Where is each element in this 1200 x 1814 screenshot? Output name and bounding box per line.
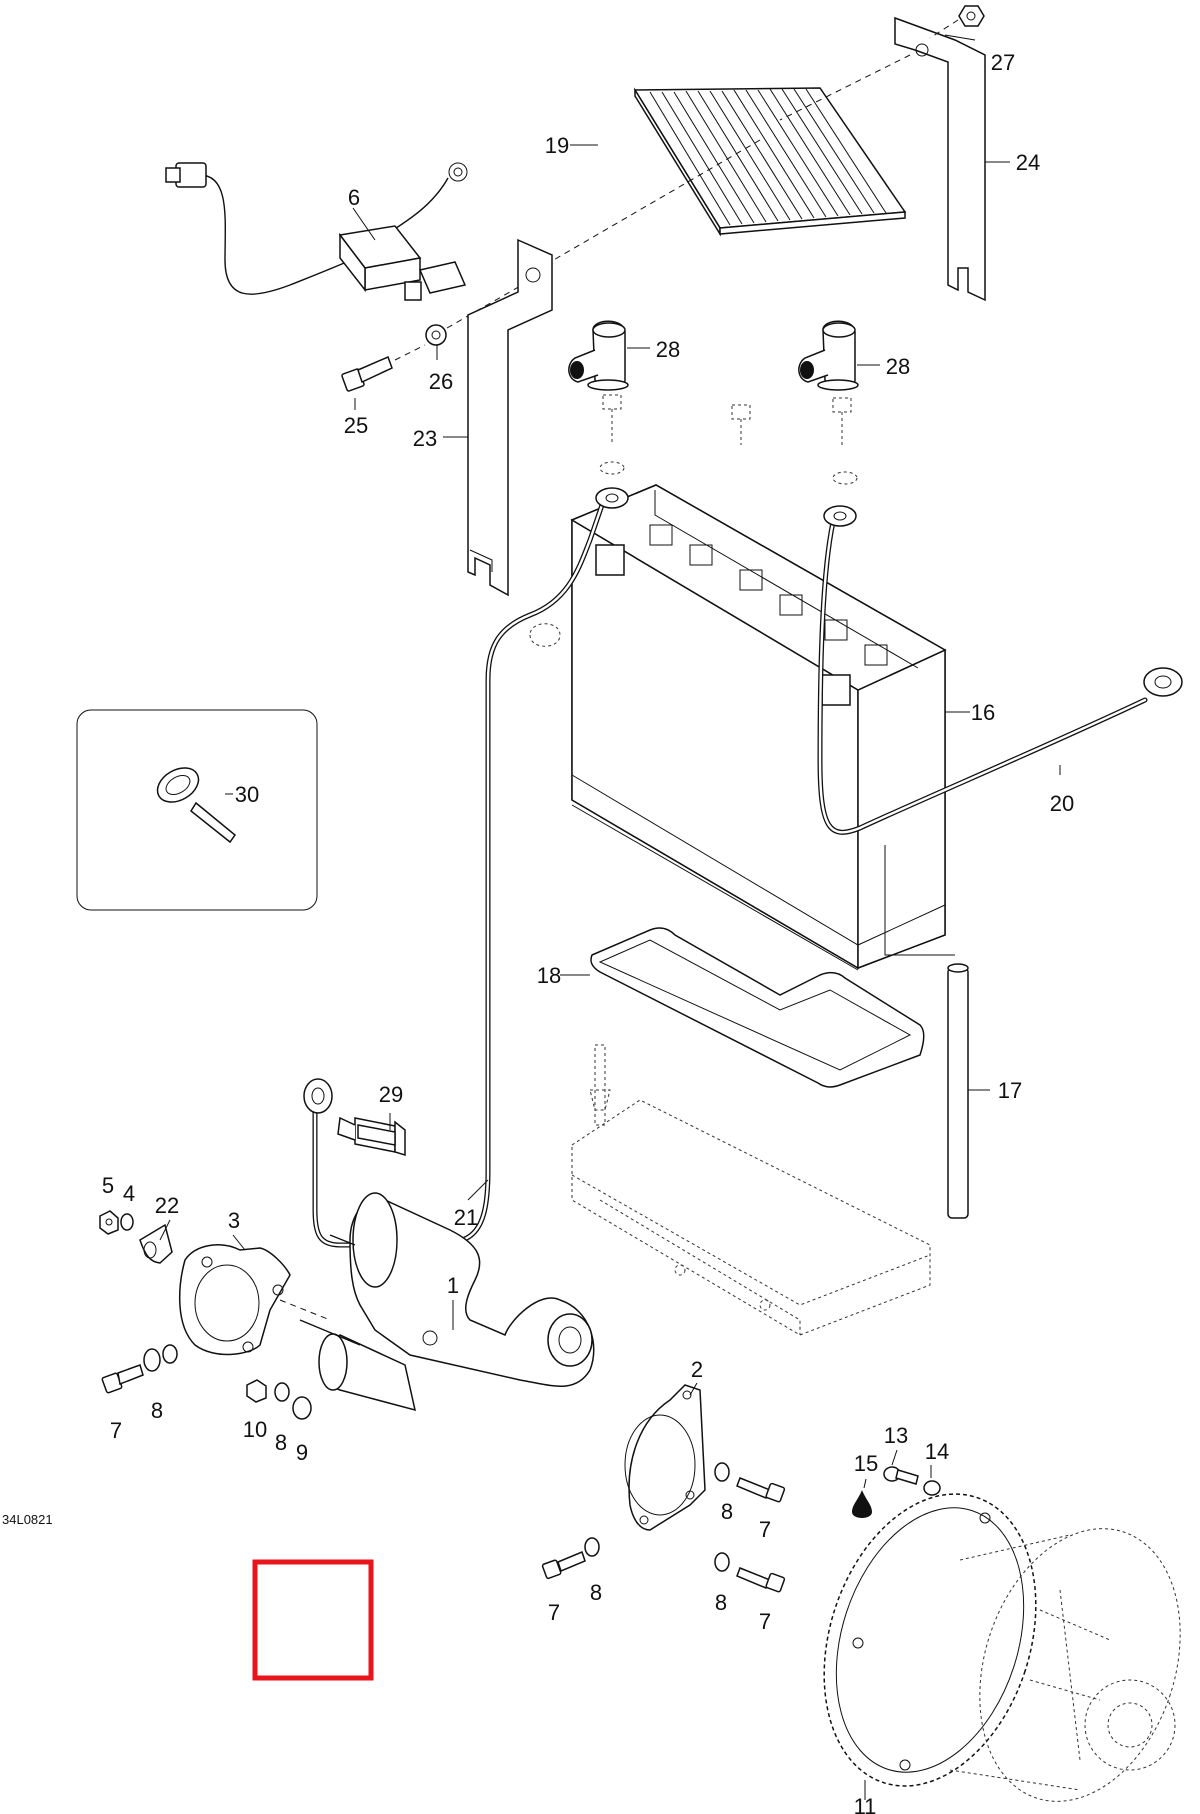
callout-8-left: 8 <box>151 1398 163 1423</box>
callout-26: 26 <box>429 369 453 394</box>
callout-27: 27 <box>991 50 1015 75</box>
nut-5 <box>99 1210 119 1235</box>
clip-22 <box>139 1223 173 1264</box>
cable-tie-panel-30 <box>76 709 318 911</box>
callout-2: 2 <box>691 1357 703 1382</box>
battery-cover-19 <box>633 87 907 237</box>
washer-8-left-b <box>162 1344 178 1364</box>
bracket-3 <box>178 1244 291 1356</box>
screw-7-right-a <box>736 1477 786 1503</box>
callout-20: 20 <box>1050 791 1074 816</box>
callout-6: 6 <box>348 185 360 210</box>
callout-4: 4 <box>123 1181 135 1206</box>
callout-28-right: 28 <box>886 354 910 379</box>
screw-7-right-b <box>736 1567 786 1593</box>
battery-tray-18 <box>590 927 925 1088</box>
washer-8-right-b <box>714 1552 730 1572</box>
callout-7-right-a: 7 <box>759 1517 771 1542</box>
callout-14: 14 <box>925 1439 949 1464</box>
battery-mount-base <box>571 1044 931 1336</box>
terminal-cap-28-left <box>568 320 629 391</box>
bracket-2 <box>624 1384 706 1531</box>
threadlocker-drop-15 <box>852 1490 872 1518</box>
callout-15: 15 <box>854 1451 878 1476</box>
screw-7-left <box>101 1364 144 1394</box>
fuse-holder-6 <box>165 162 468 301</box>
callout-8-mid: 8 <box>275 1430 287 1455</box>
washer-4 <box>120 1213 134 1231</box>
callout-1: 1 <box>447 1273 459 1298</box>
vent-tube-17 <box>884 845 969 1219</box>
callout-7-right-b: 7 <box>759 1609 771 1634</box>
callout-10: 10 <box>243 1417 267 1442</box>
washer-9 <box>292 1396 312 1420</box>
leader-lines <box>159 34 1061 1800</box>
callout-17: 17 <box>998 1078 1022 1103</box>
washer-8-mid <box>274 1382 290 1402</box>
nut-27 <box>958 5 985 27</box>
bracket-24 <box>894 16 986 302</box>
terminal-cap-28-right <box>798 320 859 391</box>
screw-13 <box>883 1466 919 1485</box>
callout-24: 24 <box>1016 150 1040 175</box>
callout-23: 23 <box>413 426 437 451</box>
callout-19: 19 <box>545 133 569 158</box>
callout-25: 25 <box>344 413 368 438</box>
callout-3: 3 <box>228 1208 240 1233</box>
washer-26 <box>425 324 447 346</box>
callout-7-bottom: 7 <box>548 1600 560 1625</box>
cable-20 <box>817 505 1183 835</box>
callout-18: 18 <box>537 963 561 988</box>
washer-8-left-a <box>143 1348 161 1372</box>
bolt-29 <box>337 1116 406 1157</box>
callout-22: 22 <box>155 1193 179 1218</box>
washer-8-right-a <box>714 1462 730 1482</box>
callout-labels: 27 19 24 6 28 28 26 25 23 16 30 20 18 17… <box>2 50 1074 1814</box>
callout-29: 29 <box>379 1082 403 1107</box>
battery-16 <box>570 484 947 971</box>
washer-14 <box>923 1480 941 1496</box>
callout-30: 30 <box>235 782 259 807</box>
starter-motor-1 <box>299 1192 595 1412</box>
bracket-23 <box>467 238 553 597</box>
callout-13: 13 <box>884 1423 908 1448</box>
cable-21 <box>303 487 629 1248</box>
callout-5: 5 <box>102 1173 114 1198</box>
callout-11: 11 <box>854 1794 877 1814</box>
terminal-bolts <box>599 394 858 485</box>
callout-8-right-a: 8 <box>721 1499 733 1524</box>
washer-8-bottom <box>584 1537 600 1557</box>
ring-gear-11 <box>823 1493 1181 1802</box>
callout-21: 21 <box>454 1205 478 1230</box>
callout-28-left: 28 <box>656 337 680 362</box>
callout-7-left: 7 <box>110 1418 122 1443</box>
drawing-code: 34L0821 <box>2 1512 53 1527</box>
nut-10 <box>246 1379 267 1403</box>
callout-8-bottom: 8 <box>590 1580 602 1605</box>
callout-8-right-b: 8 <box>715 1590 727 1615</box>
screw-7-bottom <box>541 1550 586 1580</box>
highlight-box <box>252 1559 374 1681</box>
callout-9: 9 <box>296 1440 308 1465</box>
callout-16: 16 <box>971 700 995 725</box>
screw-25 <box>341 355 393 392</box>
